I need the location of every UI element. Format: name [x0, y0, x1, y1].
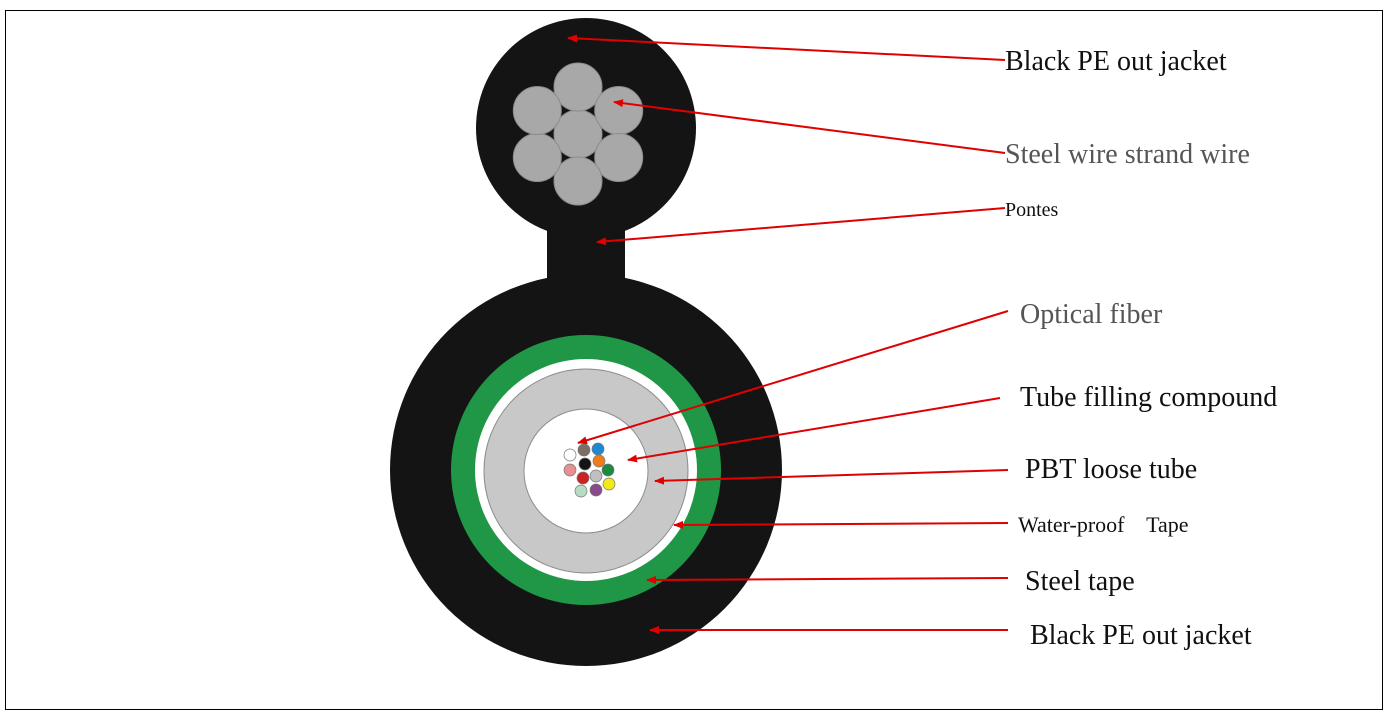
optical-fiber-1 [563, 448, 577, 462]
leader-arrow-water-tape [673, 520, 1009, 529]
optical-fiber-6 [592, 454, 606, 468]
optical-fiber-3 [591, 442, 605, 456]
leader-arrow-filling [627, 397, 1001, 463]
label-black-pe-out-jacket-bottom: Black PE out jacket [1030, 620, 1252, 651]
label-water-proof-tape: Water-proof Tape [1018, 512, 1189, 537]
optical-fiber-8 [589, 469, 603, 483]
steel-strand-wire-7 [512, 86, 562, 135]
label-steel-tape: Steel tape [1025, 566, 1135, 597]
label-optical-fiber: Optical fiber [1020, 299, 1163, 330]
leader-arrow-steel-tape [646, 575, 1009, 584]
optical-fiber-4 [563, 463, 577, 477]
leader-arrow-loose-tube [654, 469, 1009, 485]
optical-fiber-9 [601, 463, 615, 477]
label-pbt-loose-tube: PBT loose tube [1025, 454, 1198, 485]
tube-filling-compound-area [523, 408, 649, 534]
optical-fiber-5 [578, 457, 592, 471]
label-steel-wire-strand-wire: Steel wire strand wire [1005, 139, 1250, 170]
optical-fiber-7 [576, 471, 590, 485]
optical-fiber-2 [577, 443, 591, 457]
cropped-header-strip [0, 0, 1388, 10]
optical-fiber-10 [574, 484, 588, 498]
label-pontes: Pontes [1005, 199, 1059, 221]
leader-arrow-strand [613, 99, 1006, 154]
cable-drawing [390, 18, 1009, 666]
optical-fiber-11 [589, 483, 603, 497]
leader-arrow-jacket-top [567, 34, 1006, 61]
steel-strand-wire-5 [553, 156, 603, 206]
leader-arrow-optical-fiber [577, 310, 1009, 445]
steel-strand-wire-4 [594, 133, 644, 182]
steel-strand-wire-1 [553, 109, 603, 159]
label-tube-filling-compound: Tube filling compound [1020, 382, 1278, 413]
optical-fiber-bundle [563, 442, 616, 498]
steel-strand-wire-6 [512, 133, 562, 182]
leader-arrow-pontes [596, 207, 1006, 246]
steel-strand-wire-3 [594, 86, 644, 135]
steel-strand-wire-2 [553, 62, 603, 112]
optical-fiber-12 [602, 477, 616, 491]
steel-wire-strand [512, 62, 644, 206]
label-black-pe-out-jacket-top: Black PE out jacket [1005, 46, 1227, 77]
